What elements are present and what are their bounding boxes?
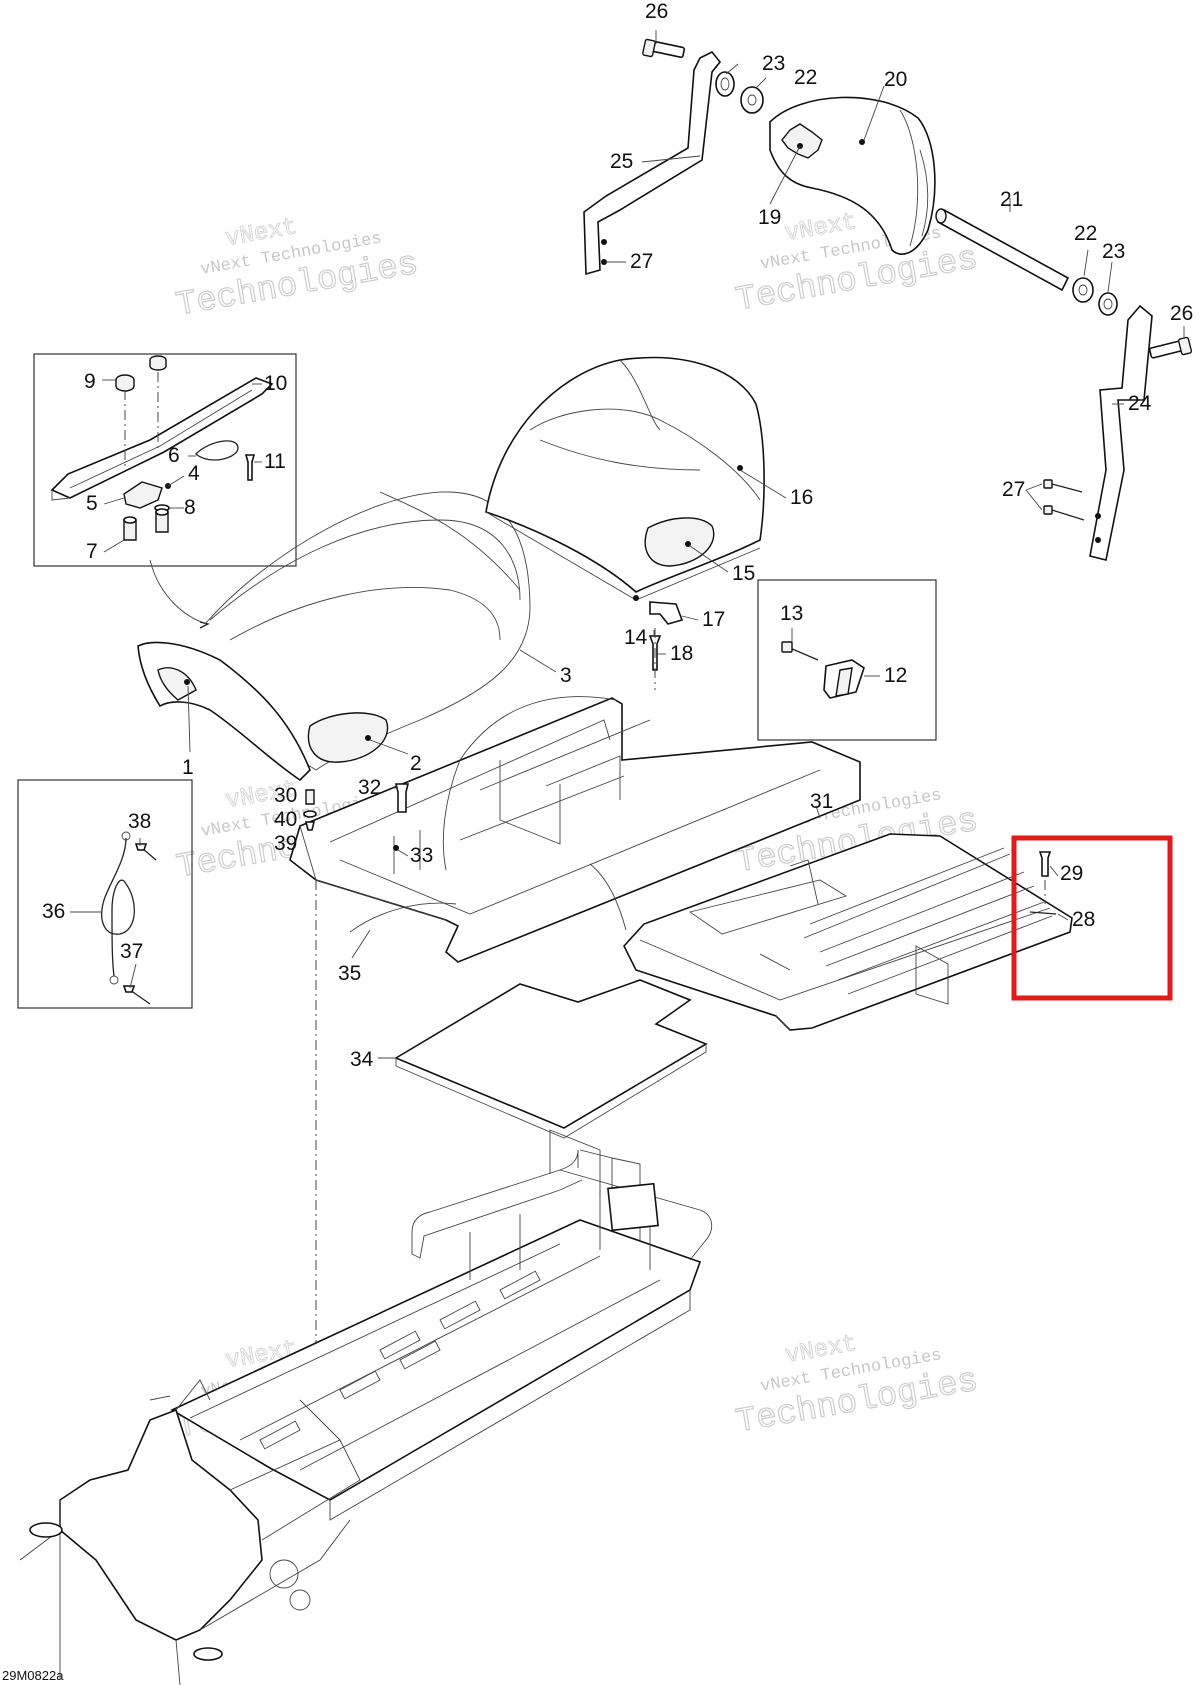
part-label-27: 27 [630,250,653,273]
part-label-23: 23 [762,52,785,75]
part-label-40: 40 [274,808,297,831]
part-label-16: 16 [790,486,813,509]
part-label-36: 36 [42,900,65,923]
part-label-26: 26 [1170,302,1193,325]
decal-2 [307,712,389,763]
part-label-24: 24 [1128,392,1152,415]
bolt-26-right [1148,336,1193,359]
part-label-34: 34 [350,1048,374,1071]
cable-6 [195,440,239,461]
part-label-23: 23 [1102,240,1125,263]
part-label-21: 21 [1000,188,1023,211]
drawing-code: 29M0822a [2,1668,64,1683]
part-label-31: 31 [810,790,833,813]
chassis-rack [411,1129,713,1280]
part-label-4: 4 [188,462,200,485]
chassis-front [19,1379,361,1685]
part-label-6: 6 [168,444,180,467]
decal-19 [781,123,823,159]
leader-lines [70,30,1185,1059]
pad-34 [394,979,708,1139]
chassis-tunnel [170,1219,702,1521]
part-label-10: 10 [264,372,287,395]
part-label-1: 1 [182,756,194,779]
part-label-37: 37 [120,940,143,963]
part-label-14: 14 [624,626,648,649]
screw-13 [781,641,819,661]
part-label-15: 15 [732,562,755,585]
part-label-19: 19 [758,206,781,229]
handle-10 [50,377,274,501]
part-label-18: 18 [670,642,693,665]
decal-15 [644,517,715,567]
part-label-32: 32 [358,776,381,799]
part-label-30: 30 [274,784,297,807]
part-label-33: 33 [410,844,433,867]
part-label-28: 28 [1072,908,1095,931]
part-label-5: 5 [86,492,98,515]
shaft-21 [935,208,1070,292]
bracket-25 [583,50,722,276]
seat-3 [204,491,531,771]
inset-box-hinge-kit [757,579,937,741]
part-label-3: 3 [560,664,572,687]
bracket-17 [649,601,684,625]
part-label-20: 20 [884,68,907,91]
part-label-38: 38 [128,810,151,833]
part-label-27: 27 [1002,478,1025,501]
watermark-1: vNext vNext Technologies Technologies [173,214,422,327]
part-label-8: 8 [184,496,196,519]
highlight-box [1011,835,1173,1001]
washer-22-right [1072,277,1094,303]
rivet-37 [122,985,151,1005]
watermark-6: vNext vNext Technologies Technologies [733,1330,982,1443]
screws-7 [123,508,169,541]
bracket-5 [123,481,163,509]
fasteners-30-40-39 [303,789,317,831]
screw-29 [1038,851,1052,877]
part-label-7: 7 [86,540,98,563]
seat-base-1 [137,641,311,782]
spacer-23-top [715,71,735,97]
frame-35 [289,697,861,963]
part-label-29: 29 [1060,862,1083,885]
bracket-24 [1089,304,1153,561]
bolt-32 [394,783,410,813]
rivet-38 [134,843,157,861]
part-label-17: 17 [702,608,725,631]
part-label-11: 11 [264,450,286,473]
part-label-9: 9 [84,370,96,393]
part-label-35: 35 [338,962,361,985]
part-label-22: 22 [794,66,817,89]
part-label-2: 2 [410,752,422,775]
inset-box-tether-kit [17,779,193,1009]
screws-27-right [1043,479,1085,521]
part-label-26: 26 [645,0,668,23]
rivet-11 [244,454,256,481]
part-label-13: 13 [780,602,803,625]
passenger-seat-16 [485,356,765,593]
part-label-22: 22 [1074,222,1097,245]
clip-28 [1029,911,1057,915]
part-labels: 26 23 22 20 25 27 19 21 22 23 26 24 27 9… [42,0,1193,1071]
washer-22-top [740,86,764,114]
tether-36 [101,831,136,985]
spacer-23-right [1098,292,1118,316]
part-label-12: 12 [884,664,907,687]
inset-box-handle-kit [33,353,297,567]
part-label-39: 39 [274,832,297,855]
bolt-26-top [642,38,686,59]
hinge-12 [823,659,865,699]
part-label-25: 25 [610,150,633,173]
